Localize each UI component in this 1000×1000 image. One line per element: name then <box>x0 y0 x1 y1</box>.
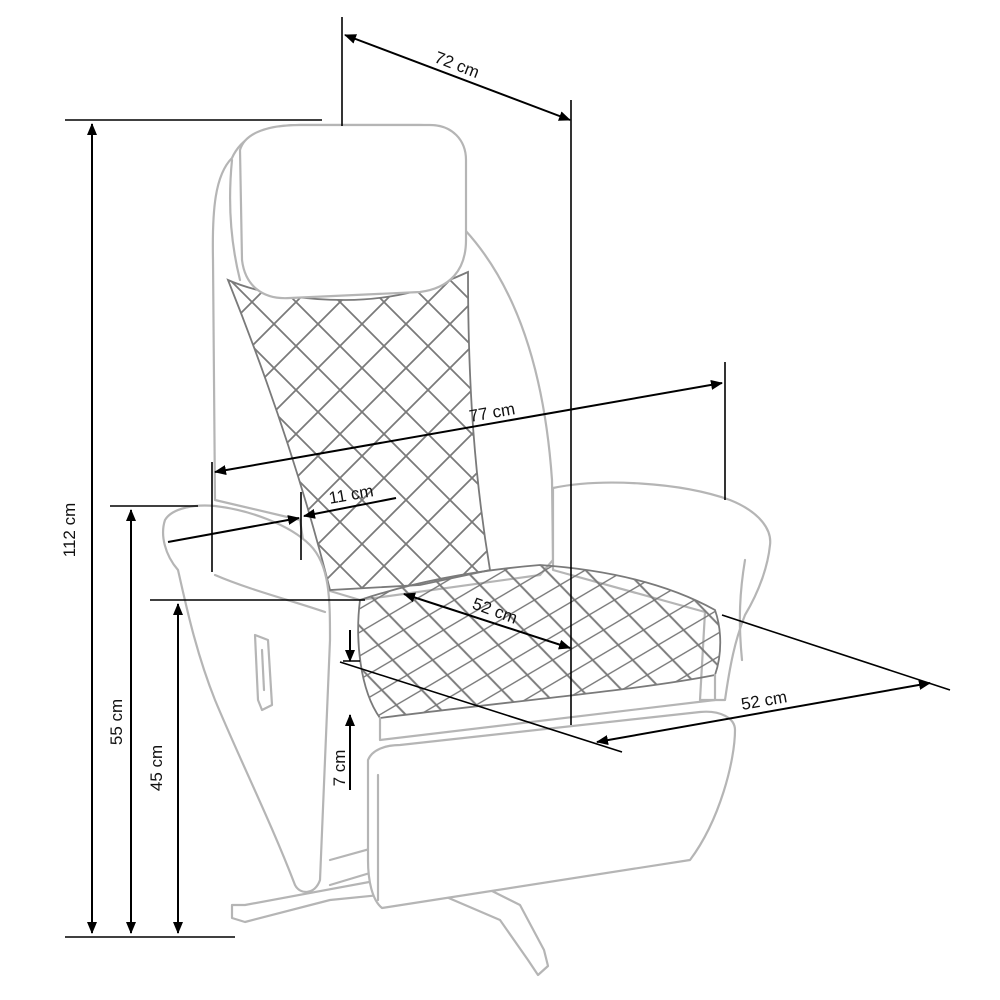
dimension-cushion-thickness: 7 cm <box>330 630 360 790</box>
cushion-thickness-label: 7 cm <box>330 750 349 787</box>
dimension-total-height: 112 cm <box>60 119 322 938</box>
armrest-top-seam <box>213 573 327 614</box>
lever-slot <box>260 648 266 692</box>
dimension-footrest-length: 52 cm <box>339 614 951 753</box>
left-armrest <box>161 504 332 893</box>
seat-height-label: 45 cm <box>147 745 166 791</box>
headrest-side <box>228 158 242 282</box>
chair-drawing <box>161 123 772 977</box>
dimension-armrest-height: 55 cm <box>107 505 198 934</box>
armrest-height-label: 55 cm <box>107 699 126 745</box>
footrest <box>366 710 737 910</box>
dimension-annotations: 112 cm 55 cm 45 cm 7 cm 72 cm <box>60 17 951 938</box>
total-height-label: 112 cm <box>60 503 79 558</box>
dimension-seat-height: 45 cm <box>147 599 365 934</box>
armrest-seam <box>738 558 747 662</box>
seat-cushion <box>357 564 722 719</box>
headrest-cushion <box>238 123 468 300</box>
dimension-total-width: 77 cm <box>211 362 726 572</box>
